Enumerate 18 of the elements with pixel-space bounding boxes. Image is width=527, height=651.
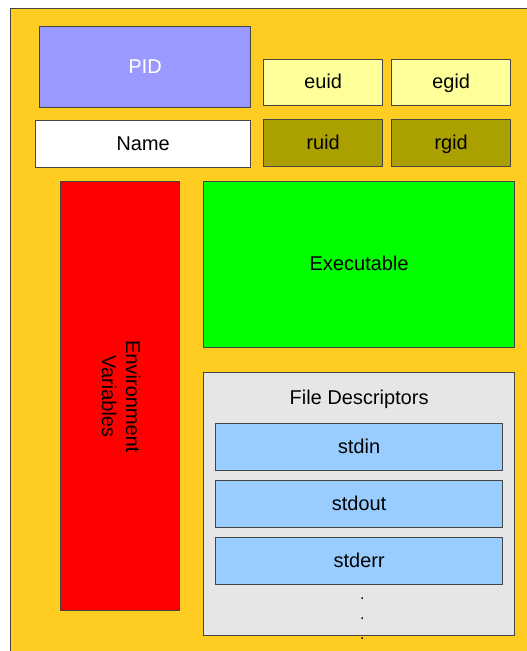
rgid-box: rgid <box>391 119 511 167</box>
executable-box: Executable <box>203 181 515 348</box>
environment-variables-box <box>60 181 180 611</box>
ellipsis-dot: . <box>360 607 364 623</box>
ruid-box: ruid <box>263 119 383 167</box>
egid-box: egid <box>391 59 511 106</box>
pid-box: PID <box>39 26 251 108</box>
process-panel <box>10 8 527 651</box>
stderr-box: stderr <box>215 537 503 585</box>
euid-box: euid <box>263 59 383 106</box>
file-descriptors-panel <box>203 372 515 636</box>
section-heading: File Descriptors <box>288 387 430 410</box>
ellipsis-dot: . <box>360 587 364 603</box>
rotated-label: Environment Variables <box>96 338 144 454</box>
stdout-box: stdout <box>215 480 503 528</box>
stdin-box: stdin <box>215 423 503 471</box>
ellipsis-dot: . <box>360 627 364 643</box>
name-box: Name <box>35 120 251 168</box>
